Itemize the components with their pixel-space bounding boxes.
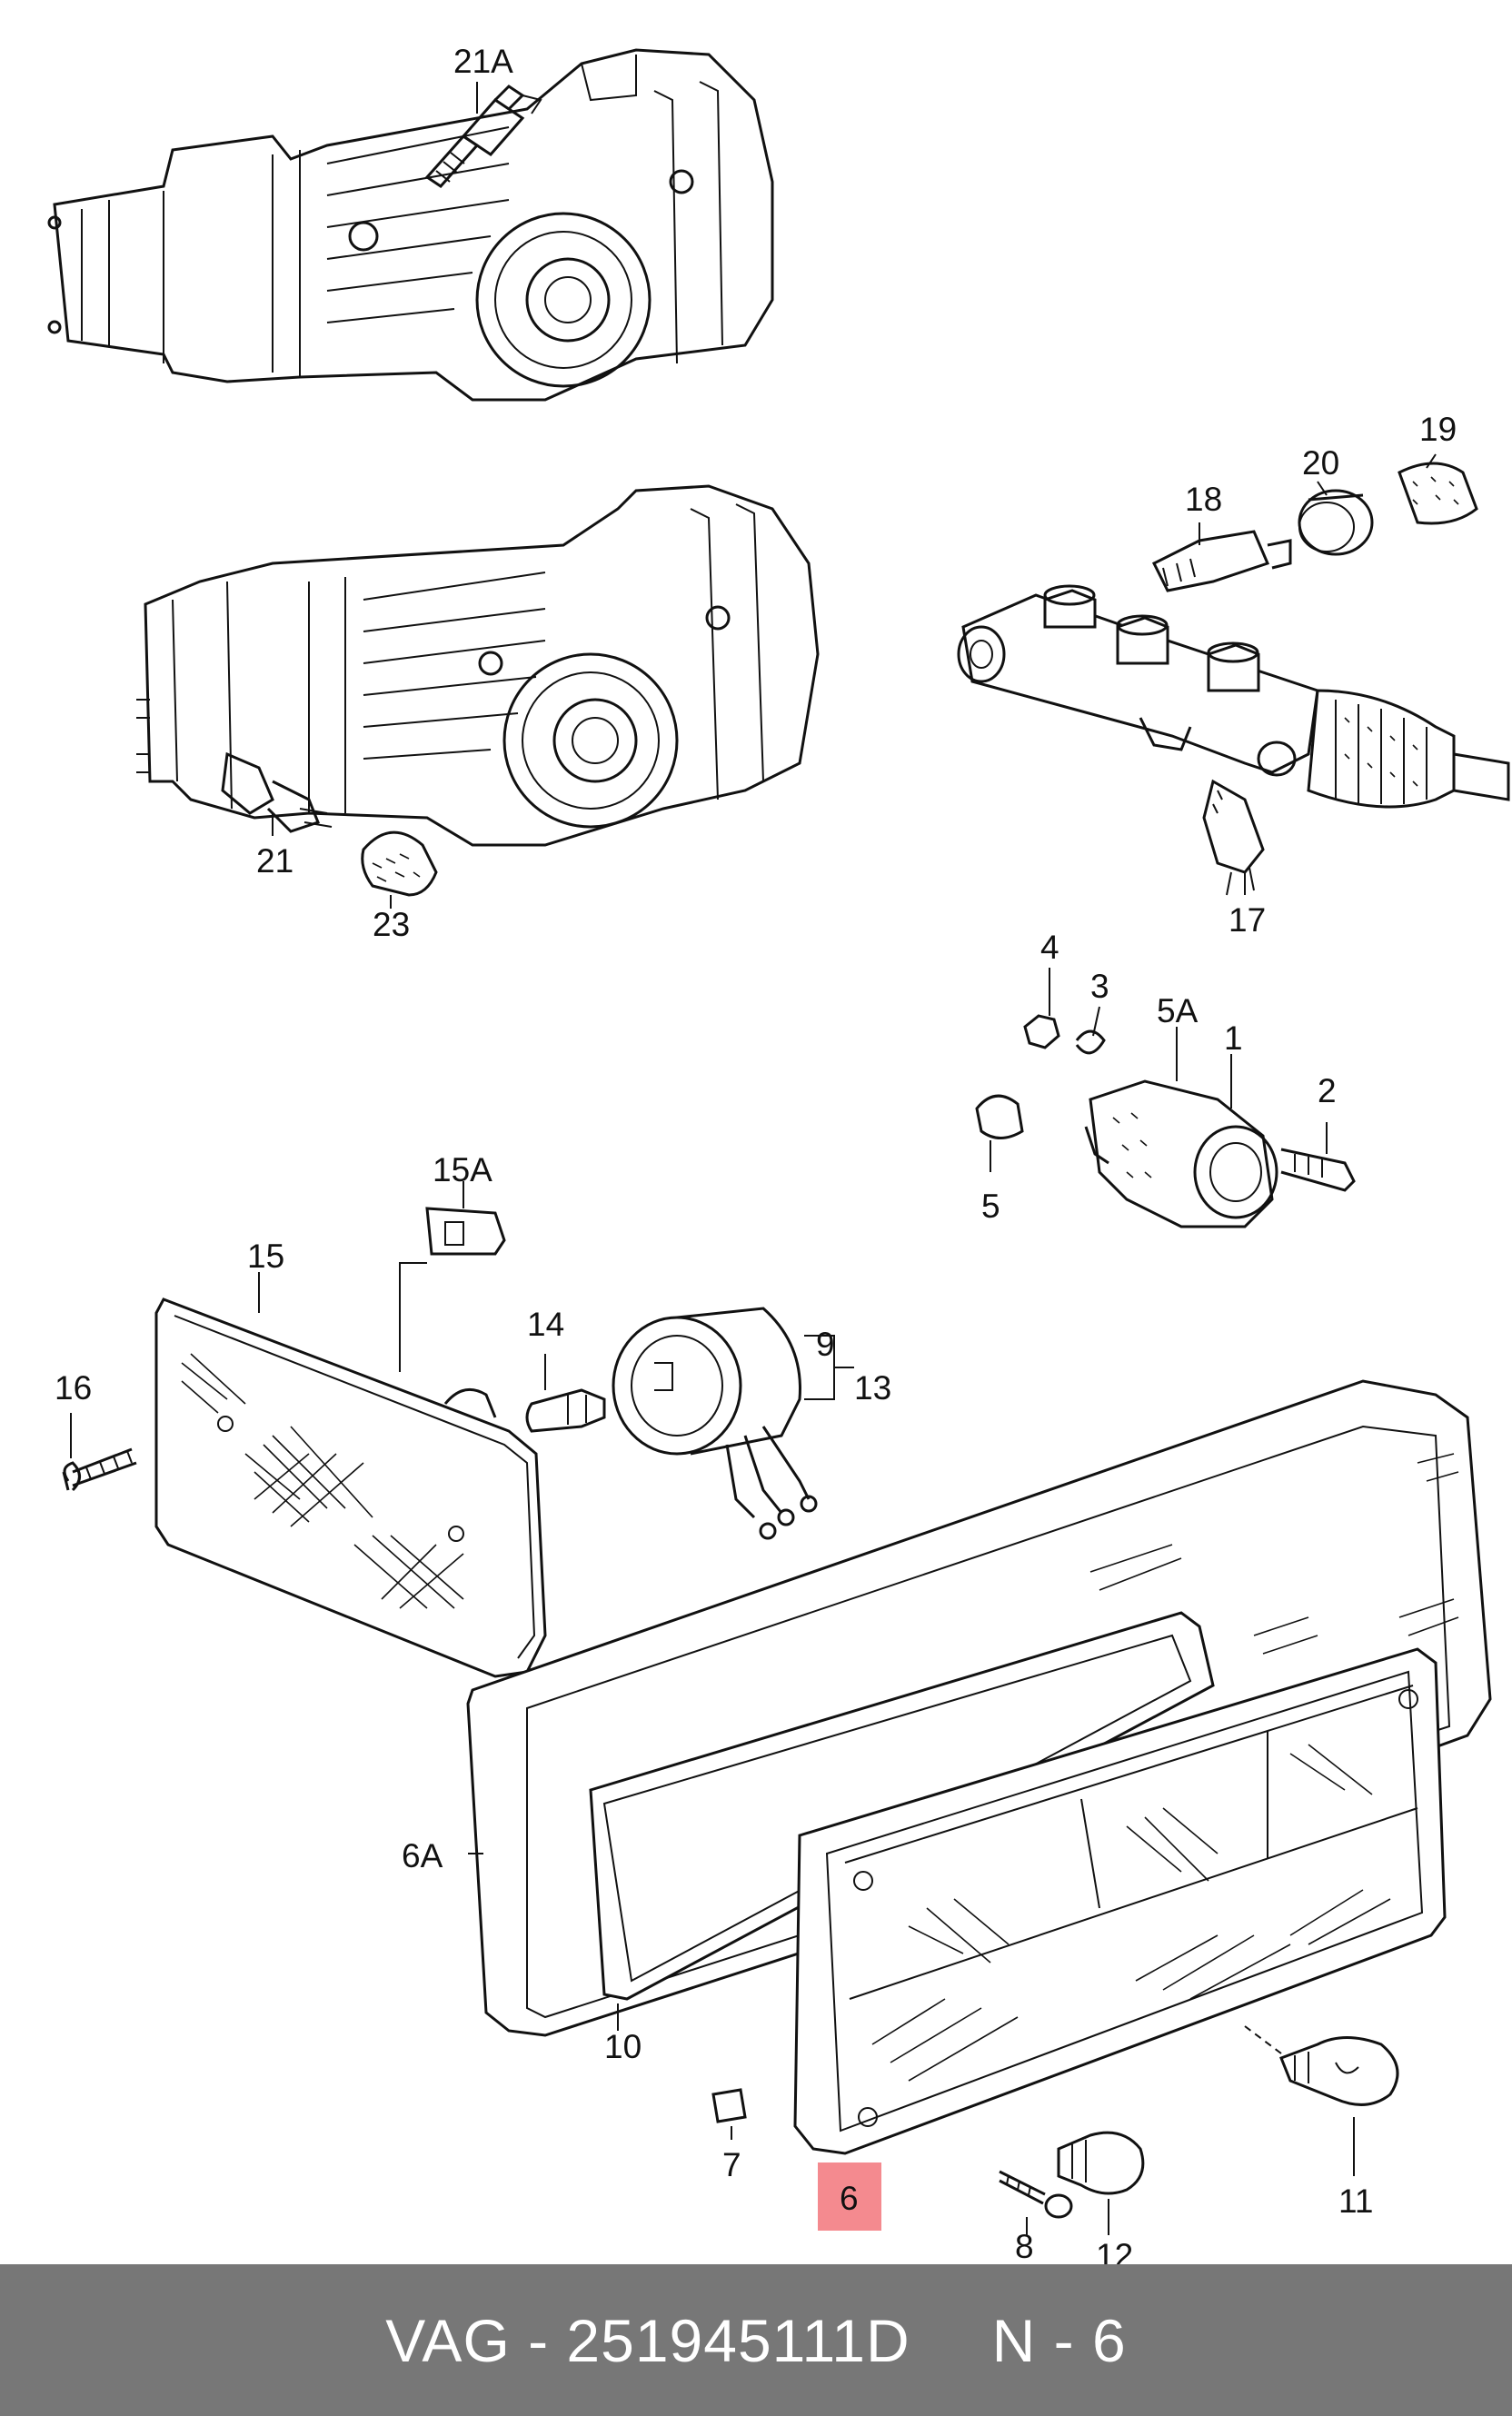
callout-14: 14 xyxy=(527,1306,564,1343)
slave-cylinder-illustration xyxy=(975,1014,1356,1228)
callout-4: 4 xyxy=(1040,929,1059,966)
callout-labels: 21A 21 23 18 20 19 17 4 3 5A 1 2 5 15A 1… xyxy=(55,43,1457,2264)
callout-17: 17 xyxy=(1228,901,1266,939)
tail-light-illustration xyxy=(466,1379,1492,2219)
callout-20: 20 xyxy=(1302,444,1339,482)
callout-1: 1 xyxy=(1224,1019,1243,1057)
callout-3: 3 xyxy=(1090,968,1109,1005)
callout-21: 21 xyxy=(256,842,293,880)
callout-23: 23 xyxy=(373,906,410,943)
callout-18: 18 xyxy=(1185,481,1222,518)
highlight-part-6 xyxy=(818,2162,881,2231)
callout-7: 7 xyxy=(722,2146,741,2183)
callout-8: 8 xyxy=(1015,2228,1034,2264)
callout-16: 16 xyxy=(55,1369,92,1407)
callout-5: 5 xyxy=(981,1188,1000,1225)
callout-10: 10 xyxy=(604,2028,642,2065)
part-position-label: N - 6 xyxy=(991,2306,1127,2374)
callout-13: 13 xyxy=(854,1369,891,1407)
callout-5A: 5A xyxy=(1157,992,1199,1029)
leader-lines xyxy=(70,82,1437,2235)
exploded-parts-diagram: 21A 21 23 18 20 19 17 4 3 5A 1 2 5 15A 1… xyxy=(47,43,1510,2264)
callout-15: 15 xyxy=(247,1238,284,1275)
part-number-footer: VAG - 251945111D N - 6 xyxy=(0,2264,1512,2416)
callout-6: 6 xyxy=(840,2180,859,2217)
callout-9: 9 xyxy=(816,1326,835,1363)
callout-6A: 6A xyxy=(402,1837,443,1874)
master-cylinder-illustration xyxy=(957,462,1510,896)
bulb-socket-illustration xyxy=(525,1307,818,1540)
callout-19: 19 xyxy=(1419,411,1457,448)
callout-2: 2 xyxy=(1318,1072,1337,1109)
transmission-top-illustration xyxy=(47,48,774,402)
callout-11: 11 xyxy=(1338,2182,1373,2220)
callout-21A: 21A xyxy=(453,43,513,80)
callout-15A: 15A xyxy=(433,1151,492,1188)
callout-12: 12 xyxy=(1096,2237,1133,2264)
part-number-label: VAG - 251945111D xyxy=(385,2306,910,2374)
transmission-middle-illustration xyxy=(136,484,820,897)
side-marker-light-illustration xyxy=(62,1207,547,1678)
